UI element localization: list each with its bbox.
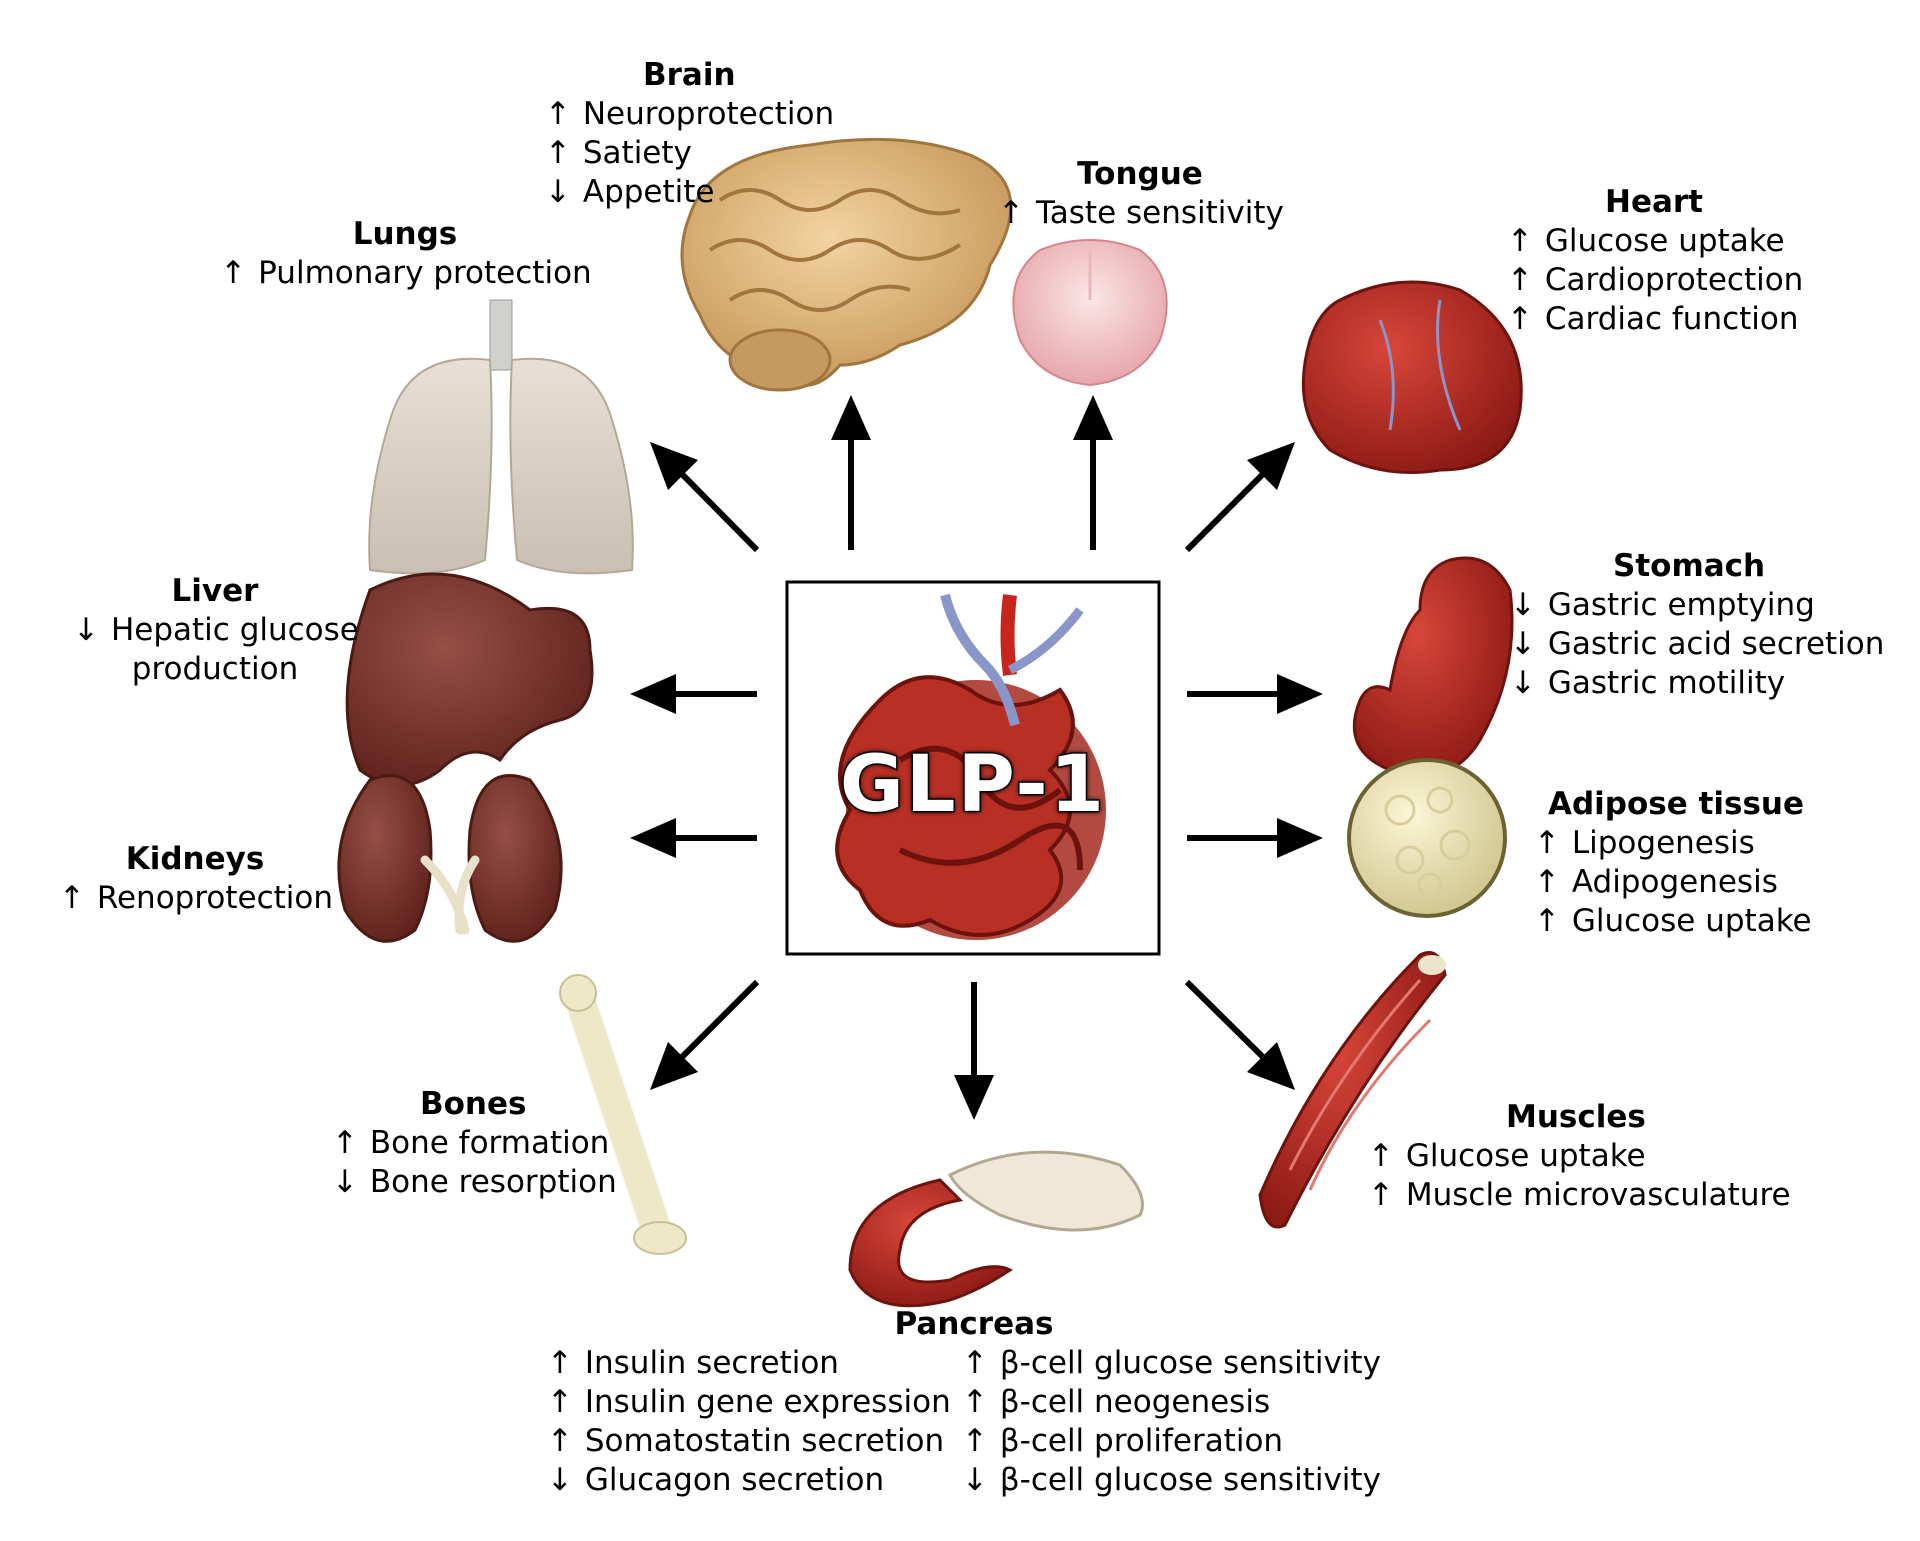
heart-effect-0-text: Glucose uptake <box>1544 223 1785 259</box>
pancreas-right-0-text: β-cell glucose sensitivity <box>999 1345 1381 1381</box>
pancreas-right-2-text: β-cell proliferation <box>999 1423 1284 1459</box>
glp1-center-label: GLP-1 <box>838 739 1107 832</box>
heart-title: Heart <box>1605 184 1703 220</box>
liver-image <box>345 572 594 787</box>
liver-effect-0-text: Hepatic glucose <box>110 612 359 648</box>
pancreas-right-0-arrow: ↑ <box>962 1345 988 1381</box>
muscles-effect-1-text: Muscle microvasculature <box>1405 1177 1791 1213</box>
pancreas-title: Pancreas <box>894 1306 1054 1342</box>
heart-effect-0-arrow: ↑ <box>1507 223 1533 259</box>
arrow-to-bones <box>669 979 760 1070</box>
pancreas-right-3-text: β-cell glucose sensitivity <box>999 1462 1381 1498</box>
brain-image <box>680 137 1013 392</box>
kidneys-title: Kidneys <box>125 841 265 877</box>
lungs-title: Lungs <box>352 216 458 252</box>
liver-effect-0-arrow: ↓ <box>73 612 100 648</box>
adipose-effect-2-arrow: ↑ <box>1534 903 1560 939</box>
bones-title: Bones <box>420 1086 527 1122</box>
brain-effect-1-arrow: ↑ <box>545 135 571 171</box>
brain-effect-2-text: Appetite <box>582 174 715 210</box>
adipose-title: Adipose tissue <box>1548 786 1805 822</box>
adipose-effect-0-arrow: ↑ <box>1534 825 1560 861</box>
kidneys-image <box>337 774 563 943</box>
pancreas-left-1-text: Insulin gene expression <box>584 1384 951 1420</box>
adipose-effect-2-text: Glucose uptake <box>1571 903 1812 939</box>
heart-text: Heart ↑ Glucose uptake ↑ Cardioprotectio… <box>1505 183 1803 339</box>
heart-image <box>1301 280 1523 474</box>
lungs-text: Lungs ↑ Pulmonary protection <box>205 215 605 293</box>
pancreas-image <box>848 1150 1144 1308</box>
adipose-effect-0-text: Lipogenesis <box>1571 825 1755 861</box>
brain-effect-0-text: Neuroprotection <box>582 96 835 132</box>
arrow-to-muscles <box>1184 979 1276 1070</box>
muscles-title: Muscles <box>1506 1099 1646 1135</box>
stomach-effect-2-text: Gastric motility <box>1547 665 1786 701</box>
bones-effect-0-text: Bone formation <box>369 1125 610 1161</box>
arrowheads <box>630 395 1323 1120</box>
stomach-effect-2-arrow: ↓ <box>1510 665 1536 701</box>
stomach-text: Stomach ↓ Gastric emptying ↓ Gastric aci… <box>1508 547 1884 703</box>
pancreas-right-effects: ↑ β-cell glucose sensitivity ↑ β-cell ne… <box>960 1344 1381 1500</box>
adipose-image <box>1347 758 1507 918</box>
tongue-text: Tongue ↑ Taste sensitivity <box>990 155 1290 233</box>
arrow-to-heart <box>1184 461 1276 553</box>
stomach-effect-0-arrow: ↓ <box>1510 587 1536 623</box>
tongue-effect-0-arrow: ↑ <box>998 195 1025 231</box>
heart-effect-1-arrow: ↑ <box>1507 262 1533 298</box>
arrow-to-lungs <box>669 461 760 553</box>
brain-effect-2-arrow: ↓ <box>545 174 571 210</box>
bone-image <box>559 974 687 1255</box>
pancreas-left-0-arrow: ↑ <box>547 1345 573 1381</box>
stomach-effect-0-text: Gastric emptying <box>1547 587 1815 623</box>
brain-effect-1-text: Satiety <box>582 135 692 171</box>
bones-text: Bones ↑ Bone formation ↓ Bone resorption <box>330 1085 617 1202</box>
pancreas-left-3-arrow: ↓ <box>547 1462 573 1498</box>
stomach-effect-1-text: Gastric acid secretion <box>1547 626 1885 662</box>
muscles-effect-1-arrow: ↑ <box>1368 1177 1394 1213</box>
tongue-image <box>1012 239 1168 387</box>
brain-text: Brain ↑ Neuroprotection ↑ Satiety ↓ Appe… <box>543 56 834 212</box>
tongue-effect-0-text: Taste sensitivity <box>1035 195 1284 231</box>
muscle-image <box>1258 951 1447 1229</box>
bones-effect-1-arrow: ↓ <box>332 1164 358 1200</box>
lungs-image <box>368 299 634 575</box>
liver-title: Liver <box>171 573 259 609</box>
heart-effect-2-arrow: ↑ <box>1507 301 1533 337</box>
stomach-image <box>1352 556 1514 778</box>
pancreas-right-3-arrow: ↓ <box>962 1462 988 1498</box>
pancreas-left-1-arrow: ↑ <box>547 1384 573 1420</box>
kidneys-text: Kidneys ↑ Renoprotection <box>50 840 340 918</box>
muscles-effect-0-arrow: ↑ <box>1368 1138 1394 1174</box>
pancreas-left-0-text: Insulin secretion <box>584 1345 839 1381</box>
kidneys-effect-0-text: Renoprotection <box>96 880 334 916</box>
pancreas-right-1-text: β-cell neogenesis <box>999 1384 1271 1420</box>
pancreas-right-2-arrow: ↑ <box>962 1423 988 1459</box>
muscles-effect-0-text: Glucose uptake <box>1405 1138 1646 1174</box>
pancreas-left-2-arrow: ↑ <box>547 1423 573 1459</box>
adipose-effect-1-text: Adipogenesis <box>1571 864 1778 900</box>
bones-effect-1-text: Bone resorption <box>369 1164 617 1200</box>
pancreas-left-2-text: Somatostatin secretion <box>584 1423 945 1459</box>
pancreas-left-effects: ↑ Insulin secretion ↑ Insulin gene expre… <box>545 1344 951 1500</box>
liver-text: Liver ↓ Hepatic glucose production <box>55 572 375 689</box>
stomach-effect-1-arrow: ↓ <box>1510 626 1536 662</box>
heart-effect-1-text: Cardioprotection <box>1544 262 1804 298</box>
adipose-text: Adipose tissue ↑ Lipogenesis ↑ Adipogene… <box>1532 785 1812 941</box>
kidneys-effect-0-arrow: ↑ <box>58 880 85 916</box>
tongue-title: Tongue <box>1077 156 1203 192</box>
pancreas-left-3-text: Glucagon secretion <box>584 1462 885 1498</box>
muscles-text: Muscles ↑ Glucose uptake ↑ Muscle microv… <box>1366 1098 1791 1215</box>
adipose-effect-1-arrow: ↑ <box>1534 864 1560 900</box>
bones-effect-0-arrow: ↑ <box>332 1125 358 1161</box>
brain-title: Brain <box>643 57 736 93</box>
lungs-effect-0-text: Pulmonary protection <box>258 255 592 291</box>
pancreas-right-1-arrow: ↑ <box>962 1384 988 1420</box>
heart-effect-2-text: Cardiac function <box>1544 301 1799 337</box>
glp1-vasculature-image <box>835 593 1106 940</box>
brain-effect-0-arrow: ↑ <box>545 96 571 132</box>
stomach-title: Stomach <box>1613 548 1766 584</box>
liver-effect-1-text: production <box>131 651 299 687</box>
lungs-effect-0-arrow: ↑ <box>220 255 247 291</box>
